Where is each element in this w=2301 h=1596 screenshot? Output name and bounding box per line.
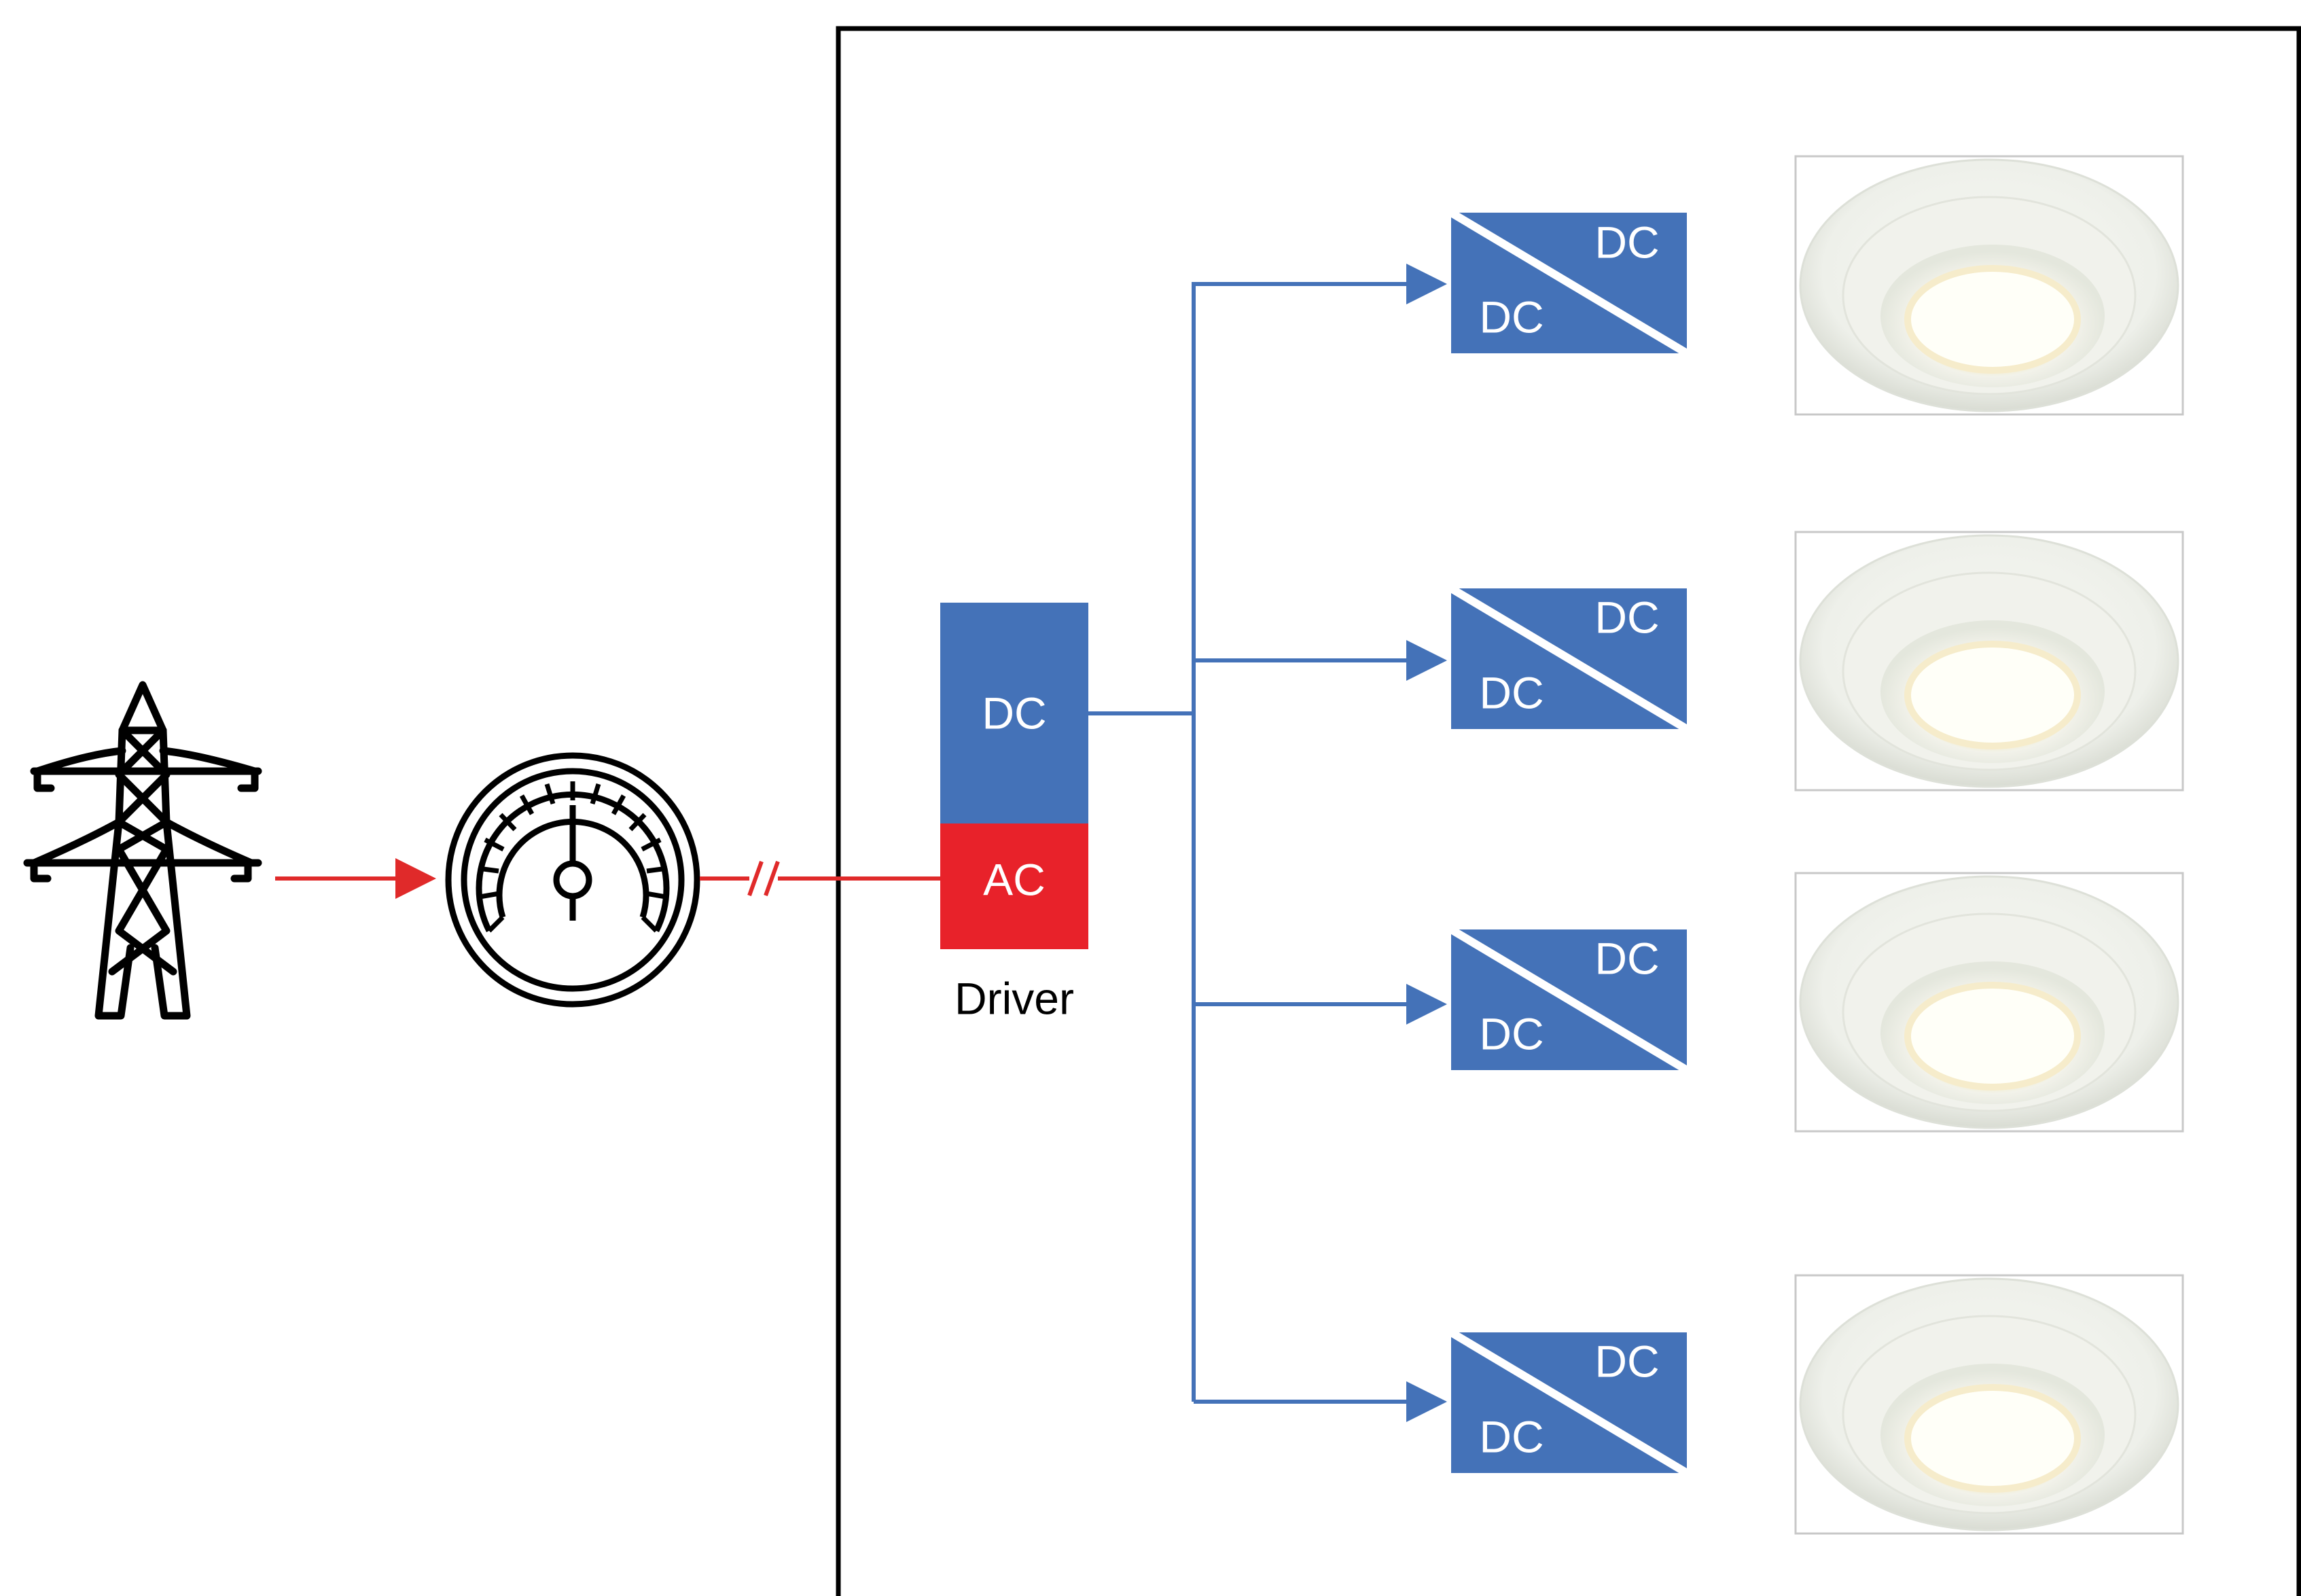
- converter-input-label: DC: [1479, 667, 1544, 717]
- dc-dc-converter-2: DC DC: [1448, 584, 1690, 733]
- transmission-tower-icon: [23, 681, 262, 1020]
- led-downlight-image-2: [1796, 532, 2183, 790]
- driver-dc-section: [940, 603, 1088, 823]
- power-meter-icon: [445, 752, 700, 1008]
- dc-bus: [1088, 282, 1196, 1402]
- converter-input-label: DC: [1479, 291, 1544, 342]
- converter-output-label: DC: [1594, 592, 1659, 642]
- driver-ac-label: AC: [983, 854, 1046, 904]
- dc-dc-converter-3: DC DC: [1448, 925, 1690, 1074]
- led-downlight-image-1: [1796, 156, 2183, 414]
- dc-dc-converter-4: DC DC: [1448, 1328, 1690, 1477]
- meter-to-driver-ac-line: [700, 860, 942, 897]
- converter-output-label: DC: [1594, 933, 1659, 983]
- dc-branch-arrows: [1194, 264, 1447, 1422]
- driver-ac-section: [940, 823, 1088, 949]
- driver: DC AC Driver: [940, 603, 1088, 1023]
- led-downlight-image-4: [1796, 1275, 2183, 1533]
- converter-input-label: DC: [1479, 1411, 1544, 1461]
- led-downlight-image-3: [1796, 873, 2183, 1131]
- enclosure-box: [836, 26, 2301, 1596]
- converter-input-label: DC: [1479, 1008, 1544, 1059]
- driver-caption: Driver: [955, 973, 1074, 1023]
- converter-output-label: DC: [1594, 217, 1659, 267]
- dc-dc-converter-1: DC DC: [1448, 209, 1690, 357]
- driver-dc-label: DC: [982, 688, 1046, 738]
- converter-output-label: DC: [1594, 1336, 1659, 1386]
